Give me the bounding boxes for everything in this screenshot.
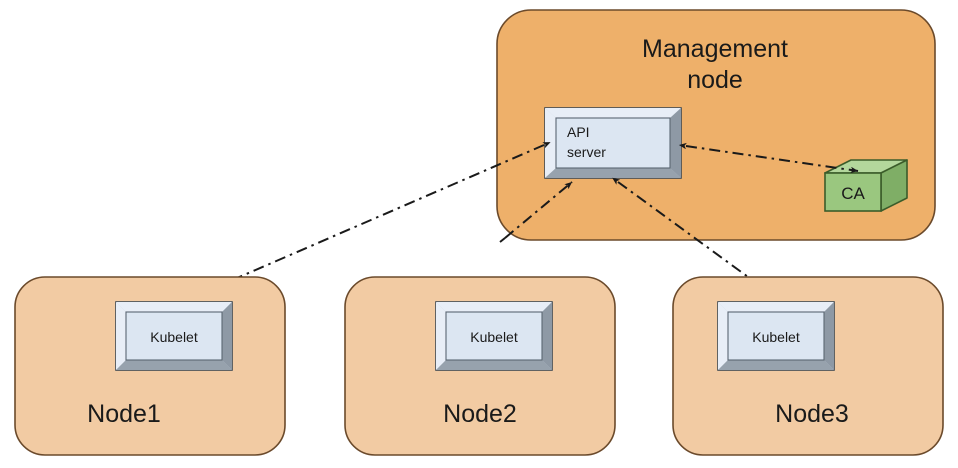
node2-kubelet-bevel-bottom [436,360,552,370]
node3-kubelet-label: Kubelet [752,329,800,345]
api-server-face [555,117,671,169]
node1-kubelet-label: Kubelet [150,329,198,345]
node1-kubelet-face [125,311,223,361]
node2-kubelet-bevel-right [542,302,552,370]
management-node-title-line1: Management [642,35,788,63]
node2-kubelet-box[interactable]: Kubelet [435,301,553,371]
node2-kubelet-face [445,311,543,361]
node2-kubelet-label: Kubelet [470,329,518,345]
node2-kubelet-bevel-top [436,302,552,312]
node1-kubelet-box[interactable]: Kubelet [115,301,233,371]
node3-kubelet-bevel-bottom [718,360,834,370]
connector-api-to-kubelet1[interactable] [183,142,551,302]
node3-kubelet-bevel-right [824,302,834,370]
api-server-label-line2: server [567,144,606,160]
ca-label: CA [841,184,865,203]
node1-kubelet-bevel-left [116,302,126,370]
ca-box[interactable]: CA [824,159,908,212]
connector-kubelet2-to-api[interactable] [504,181,573,239]
node-card-node1[interactable]: Kubelet Node1 [14,276,286,456]
connector-api-to-ca[interactable] [678,142,859,174]
node2-kubelet-bevel-left [436,302,446,370]
node1-kubelet-bevel-bottom [116,360,232,370]
node1-kubelet-bevel-right [222,302,232,370]
node3-kubelet-bevel-left [718,302,728,370]
node-card-node3[interactable]: Kubelet Node3 [672,276,944,456]
api-server-box[interactable]: API server [544,107,682,179]
api-server-bevel-right [670,108,681,178]
api-server-label-line1: API [567,124,590,140]
node3-kubelet-face [727,311,825,361]
api-server-bevel-top [545,108,681,118]
api-server-bevel-left [545,108,556,178]
node1-title: Node1 [87,400,161,428]
node3-title: Node3 [775,400,849,428]
api-server-bevel-bottom [545,168,681,178]
node3-kubelet-box[interactable]: Kubelet [717,301,835,371]
node1-kubelet-bevel-top [116,302,232,312]
management-node-title-line2: node [687,66,743,94]
connector-kubelet2-segment [499,237,506,243]
ca-front-face [824,172,882,212]
node3-kubelet-bevel-top [718,302,834,312]
node-card-node2[interactable]: Kubelet Node2 [344,276,616,456]
node2-title: Node2 [443,400,517,428]
